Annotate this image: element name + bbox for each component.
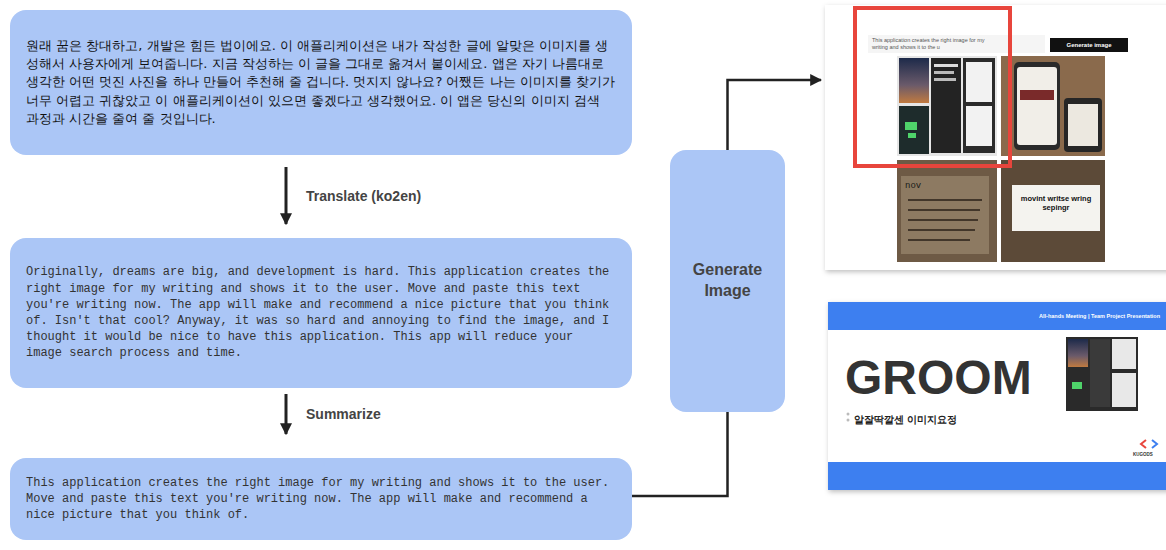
phone	[1064, 98, 1102, 152]
summary-text-box: This application creates the right image…	[10, 458, 632, 540]
panel-text: This application creates the right image…	[872, 37, 1000, 50]
phone-screen	[1017, 67, 1057, 145]
node-text: Generate Image	[680, 260, 775, 302]
thumbnail-part	[1068, 339, 1088, 367]
wood-photo	[1001, 56, 1105, 156]
phone-screen	[899, 106, 929, 154]
panel-text: All-hands Meeting | Team Project Present…	[952, 311, 1160, 321]
notepad	[901, 176, 989, 254]
photo	[897, 56, 997, 156]
ui-card	[1020, 90, 1054, 100]
prompt-input	[868, 35, 1045, 53]
panel-text: 알잘딱깔센 이미지요정	[854, 413, 957, 427]
screenshot-panel	[825, 5, 1166, 270]
logo-chevron	[1141, 440, 1146, 448]
process-box: Generate Image	[670, 150, 785, 412]
panel-text: Generate image	[1050, 38, 1128, 52]
ui-icon	[908, 133, 916, 138]
thumbnail	[1066, 337, 1138, 411]
ruled-line	[908, 229, 975, 231]
phone	[1014, 62, 1060, 150]
highlight-box	[855, 8, 1010, 166]
source-text-box: 원래 꿈은 창대하고, 개발은 힘든 법이에요. 이 애플리케이션은 내가 작성…	[10, 10, 632, 155]
bullet-dot	[847, 419, 850, 422]
slide-bar	[828, 462, 1166, 490]
ruled-line	[908, 219, 978, 221]
connector	[285, 394, 288, 434]
panel-text: GROOM	[845, 354, 1032, 402]
translated-text-box: Originally, dreams are big, and developm…	[10, 238, 632, 388]
ui-line	[934, 71, 954, 74]
ruled-line	[908, 239, 970, 241]
photo	[899, 58, 929, 103]
logo-chevron	[1152, 440, 1157, 448]
screenshot-box: This application creates the right image…	[825, 5, 1166, 270]
phone-screen	[1068, 104, 1098, 146]
slide-panel	[828, 302, 1166, 490]
node-text: Originally, dreams are big, and developm…	[26, 264, 616, 361]
photo-text: movint writse wring sepingr	[1015, 194, 1097, 213]
slide-bar	[828, 302, 1166, 330]
thumbnail-part	[1090, 339, 1110, 407]
thumbnail-part	[1072, 382, 1082, 389]
bullet-dot	[847, 413, 850, 416]
photo-text: nov	[905, 181, 921, 191]
thumbnail-part	[1112, 373, 1136, 407]
ui-icon	[905, 122, 917, 130]
paper-note	[1012, 185, 1100, 231]
edge-label: Summarize	[304, 406, 383, 422]
panel-text: KUGODS	[1133, 452, 1153, 457]
phone-screen	[931, 58, 961, 153]
slide-box: All-hands Meeting | Team Project Present…	[828, 302, 1166, 490]
connector	[728, 80, 822, 150]
connector	[632, 412, 728, 496]
node-text: 원래 꿈은 창대하고, 개발은 힘든 법이에요. 이 애플리케이션은 내가 작성…	[26, 37, 616, 128]
ui-line	[934, 64, 958, 67]
connector	[285, 167, 288, 224]
ui-card	[966, 62, 992, 102]
ui-card	[966, 106, 992, 146]
phone-screen	[963, 58, 995, 153]
node-text: This application creates the right image…	[26, 475, 616, 524]
generate-button	[1050, 38, 1128, 52]
ruled-line	[908, 209, 980, 211]
edge-label: Translate (ko2en)	[304, 188, 423, 204]
wood-photo	[897, 160, 997, 262]
wood-photo	[1001, 160, 1105, 262]
ui-line	[934, 78, 956, 81]
ruled-line	[908, 199, 982, 201]
thumbnail-part	[1112, 339, 1136, 369]
